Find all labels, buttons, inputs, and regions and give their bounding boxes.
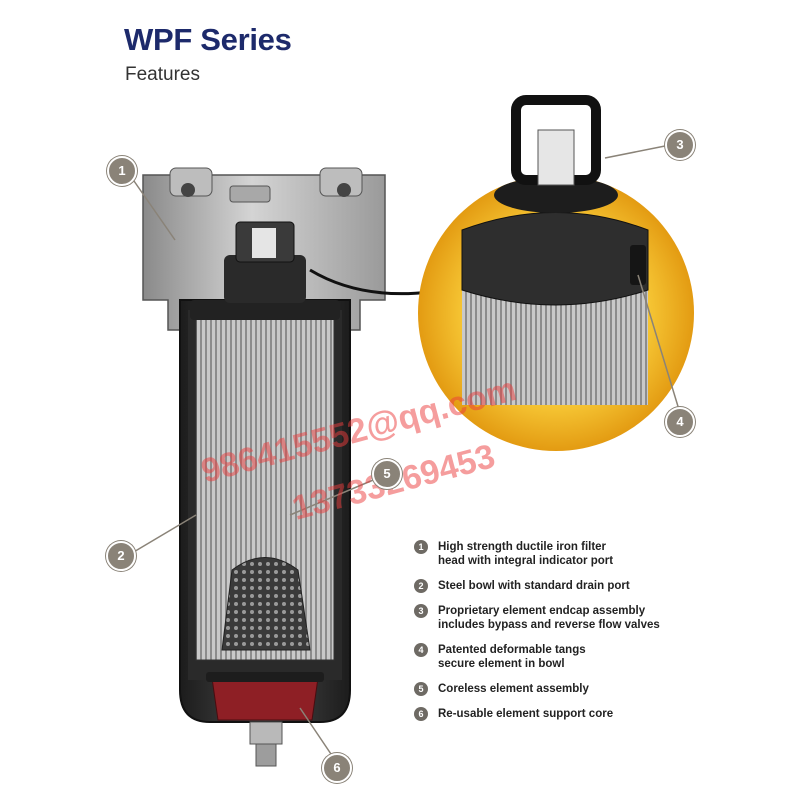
legend-text: High strength ductile iron filter head w…	[438, 541, 614, 567]
legend-item: 3 Proprietary element endcap assembly in…	[414, 604, 794, 632]
page-subtitle: Features	[125, 64, 200, 85]
feature-legend: 1 High strength ductile iron filter head…	[414, 540, 794, 732]
legend-item: 1 High strength ductile iron filter head…	[414, 540, 794, 568]
legend-text: Steel bowl with standard drain port	[438, 580, 630, 592]
legend-item: 4 Patented deformable tangs secure eleme…	[414, 643, 794, 671]
legend-number: 5	[414, 682, 428, 696]
callout-4: 4	[665, 407, 695, 437]
legend-number: 6	[414, 707, 428, 721]
legend-text: Patented deformable tangs secure element…	[438, 644, 586, 670]
legend-number: 2	[414, 579, 428, 593]
callout-1: 1	[107, 156, 137, 186]
page-title: WPF Series	[124, 22, 292, 57]
coreless-element	[190, 300, 340, 661]
legend-text: Coreless element assembly	[438, 683, 589, 695]
legend-number: 4	[414, 643, 428, 657]
legend-number: 3	[414, 604, 428, 618]
callout-6: 6	[322, 753, 352, 783]
drain-port	[249, 721, 283, 767]
legend-number: 1	[414, 540, 428, 554]
legend-item: 6 Re-usable element support core	[414, 707, 794, 721]
callout-3: 3	[665, 130, 695, 160]
callout-5: 5	[372, 459, 402, 489]
callout-2: 2	[106, 541, 136, 571]
legend-text: Proprietary element endcap assembly incl…	[438, 605, 660, 631]
zoom-detail	[418, 95, 694, 451]
support-core-base	[206, 672, 324, 721]
endcap-valve	[224, 221, 306, 303]
legend-text: Re-usable element support core	[438, 708, 614, 720]
callout-leaders	[131, 145, 681, 761]
legend-item: 5 Coreless element assembly	[414, 682, 794, 696]
legend-item: 2 Steel bowl with standard drain port	[414, 579, 794, 593]
